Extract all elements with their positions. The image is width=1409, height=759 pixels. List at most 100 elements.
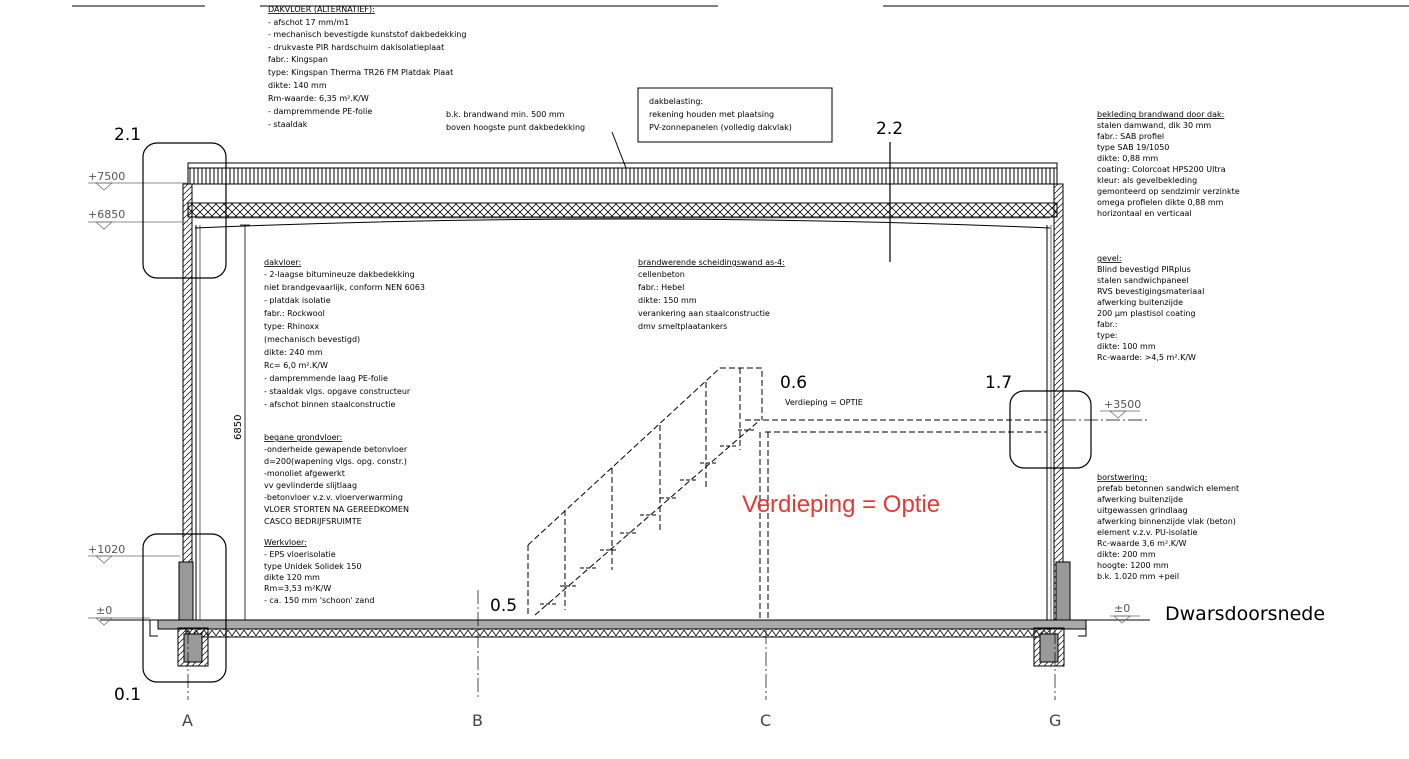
level-zero-right: ±0 <box>1114 602 1130 615</box>
svg-text:dikte: 140 mm: dikte: 140 mm <box>268 81 327 90</box>
roof <box>187 162 1058 229</box>
grid-label-g: G <box>1049 711 1061 730</box>
svg-text:dakvloer:: dakvloer: <box>264 258 301 267</box>
dimension-line <box>240 224 250 621</box>
svg-text:dikte: 100 mm: dikte: 100 mm <box>1097 342 1156 351</box>
svg-text:- dampremmende laag PE-foli: - dampremmende laag PE-folie <box>264 374 388 383</box>
note-dakbelasting: dakbelasting: rekening houden met plaats… <box>649 97 792 132</box>
svg-text:b.k. brandwand min. 500 mm: b.k. brandwand min. 500 mm <box>446 110 565 119</box>
svg-text:borstwering:: borstwering: <box>1097 473 1147 482</box>
svg-text:verankering aan staalconstru: verankering aan staalconstructie <box>638 309 770 318</box>
svg-text:stalen damwand, dik 30 mm: stalen damwand, dik 30 mm <box>1097 121 1211 130</box>
svg-text:afwerking buitenzijde: afwerking buitenzijde <box>1097 495 1183 504</box>
svg-text:type Unidek Solidek 150: type Unidek Solidek 150 <box>264 562 362 571</box>
svg-text:-onderheide gewapende betonv: -onderheide gewapende betonvloer <box>264 445 408 454</box>
svg-text:VLOER STORTEN NA GEREEDKOME: VLOER STORTEN NA GEREEDKOMEN <box>264 505 409 514</box>
note-werkvloer: Werkvloer: - EPS vloerisolatie type Unid… <box>264 538 374 605</box>
svg-text:- staaldak: - staaldak <box>268 120 308 129</box>
detail-box-2-1 <box>142 142 227 279</box>
svg-text:- drukvaste PIR hardschuim: - drukvaste PIR hardschuim dakisolatiepl… <box>268 43 444 52</box>
detail-number-2-1: 2.1 <box>114 125 141 145</box>
svg-text:prefab betonnen sandwich el: prefab betonnen sandwich element <box>1097 484 1239 493</box>
svg-text:Blind bevestigd PIRplus: Blind bevestigd PIRplus <box>1097 265 1191 274</box>
svg-text:fabr.: Hebel: fabr.: Hebel <box>638 283 684 292</box>
svg-text:bekleding brandwand door da: bekleding brandwand door dak: <box>1097 110 1224 119</box>
svg-text:Rm=3,53 m²K/W: Rm=3,53 m²K/W <box>264 584 331 593</box>
level-7500: +7500 <box>88 170 125 183</box>
svg-text:niet brandgevaarlijk, confor: niet brandgevaarlijk, conform NEN 6063 <box>264 283 425 292</box>
grid-label-a: A <box>182 711 193 730</box>
svg-text:hoogte: 1200 mm: hoogte: 1200 mm <box>1097 561 1169 570</box>
svg-text:-betonvloer v.z.v. vloerverw: -betonvloer v.z.v. vloerverwarming <box>264 493 403 502</box>
svg-text:gevel:: gevel: <box>1097 254 1122 263</box>
note-grondvloer: begane grondvloer: -onderheide gewapende… <box>264 433 409 526</box>
dakbelasting-box <box>637 87 833 143</box>
svg-text:- afschot binnen staalconst: - afschot binnen staalconstructie <box>264 400 395 409</box>
svg-text:begane grondvloer:: begane grondvloer: <box>264 433 342 442</box>
svg-text:rekening houden met plaatsi: rekening houden met plaatsing <box>649 110 774 119</box>
optie-label-red: Verdieping = Optie <box>742 491 940 518</box>
note-borstwering: borstwering: prefab betonnen sandwich el… <box>1097 473 1239 581</box>
brandwand-leader <box>611 131 627 169</box>
note-brandwand: b.k. brandwand min. 500 mm boven hoogste… <box>446 110 585 132</box>
svg-text:type SAB 19/1050: type SAB 19/1050 <box>1097 143 1169 152</box>
svg-text:dikte: 0,88 mm: dikte: 0,88 mm <box>1097 154 1158 163</box>
svg-text:brandwerende scheidingswand: brandwerende scheidingswand as-4: <box>638 258 785 267</box>
svg-text:boven hoogste punt dakbedek: boven hoogste punt dakbedekking <box>446 123 585 132</box>
level-6850: +6850 <box>88 208 125 221</box>
svg-text:fabr.:: fabr.: <box>1097 320 1118 329</box>
dimension-6850: 6850 <box>233 415 244 440</box>
stair-steps <box>540 429 754 605</box>
svg-text:DAKVLOER (ALTERNATIEF):: DAKVLOER (ALTERNATIEF): <box>268 5 375 14</box>
level-zero-left: ±0 <box>96 604 112 617</box>
svg-text:RVS bevestigingsmateriaal: RVS bevestigingsmateriaal <box>1097 287 1204 296</box>
svg-text:fabr.: SAB profiel: fabr.: SAB profiel <box>1097 132 1164 141</box>
roof-edge-cap <box>187 162 1058 169</box>
svg-text:Rc-waarde: >4,5 m².K/W: Rc-waarde: >4,5 m².K/W <box>1097 353 1196 362</box>
roof-beam <box>194 218 1051 229</box>
svg-text:gemonteerd op sendzimir ver: gemonteerd op sendzimir verzinkte <box>1097 187 1240 196</box>
svg-text:- platdak isolatie: - platdak isolatie <box>264 296 331 305</box>
svg-text:type: Rhinoxx: type: Rhinoxx <box>264 322 319 331</box>
svg-text:(mechanisch bevestigd): (mechanisch bevestigd) <box>264 335 360 344</box>
svg-text:- dampremmende PE-folie: - dampremmende PE-folie <box>268 107 372 116</box>
detail-number-0-5: 0.5 <box>490 596 517 616</box>
note-bekleding: bekleding brandwand door dak: stalen dam… <box>1097 110 1240 218</box>
detail-box-0-1 <box>142 533 227 683</box>
grid-axes <box>187 419 1150 700</box>
wall-right <box>1046 183 1064 623</box>
svg-text:uitgewassen grindlaag: uitgewassen grindlaag <box>1097 506 1188 515</box>
floor-slab <box>100 619 1150 667</box>
detail-number-0-1: 0.1 <box>114 685 141 705</box>
note-scheidingswand: brandwerende scheidingswand as-4: cellen… <box>638 258 785 331</box>
svg-text:b.k. 1.020 mm +peil: b.k. 1.020 mm +peil <box>1097 572 1179 581</box>
level-lines <box>88 182 1140 626</box>
svg-text:- staaldak vlgs. opgave co: - staaldak vlgs. opgave constructeur <box>264 387 411 396</box>
svg-text:Rm-waarde: 6,35 m².K/W: Rm-waarde: 6,35 m².K/W <box>268 94 369 103</box>
svg-text:Rc-waarde 3,6 m².K/W: Rc-waarde 3,6 m².K/W <box>1097 539 1187 548</box>
grid-label-c: C <box>760 711 771 730</box>
detail-number-0-6: 0.6 <box>780 373 807 393</box>
svg-text:- 2-laagse bitumineuze dakb: - 2-laagse bitumineuze dakbedekking <box>264 270 415 279</box>
svg-text:omega profielen dikte 0,88: omega profielen dikte 0,88 mm <box>1097 198 1224 207</box>
optie-label-small: Verdieping = OPTIE <box>785 398 863 407</box>
svg-text:afwerking binnenzijde vlak: afwerking binnenzijde vlak (beton) <box>1097 517 1236 526</box>
svg-text:- afschot 17 mm/m1: - afschot 17 mm/m1 <box>268 18 349 27</box>
drawing-title: Dwarsdoorsnede <box>1165 603 1325 625</box>
svg-text:dmv smeltplaatankers: dmv smeltplaatankers <box>638 322 727 331</box>
wall-left <box>182 183 201 623</box>
svg-text:dikte: 240 mm: dikte: 240 mm <box>264 348 323 357</box>
svg-text:type:: type: <box>1097 331 1118 340</box>
detail-number-1-7: 1.7 <box>985 373 1012 393</box>
svg-text:horizontaal en verticaal: horizontaal en verticaal <box>1097 209 1192 218</box>
svg-text:coating: Colorcoat HPS200 U: coating: Colorcoat HPS200 Ultra <box>1097 165 1226 174</box>
grid-label-b: B <box>472 711 483 730</box>
svg-text:afwerking buitenzijde: afwerking buitenzijde <box>1097 298 1183 307</box>
svg-text:dikte: 200 mm: dikte: 200 mm <box>1097 550 1156 559</box>
parapet-left <box>178 561 194 629</box>
svg-text:kleur: als gevelbekleding: kleur: als gevelbekleding <box>1097 176 1197 185</box>
note-dakvloer-alternatief: DAKVLOER (ALTERNATIEF): - afschot 17 mm/… <box>268 5 466 129</box>
svg-text:vv gevlinderde slijtlaag: vv gevlinderde slijtlaag <box>264 481 357 490</box>
svg-text:fabr.: Kingspan: fabr.: Kingspan <box>268 55 328 64</box>
